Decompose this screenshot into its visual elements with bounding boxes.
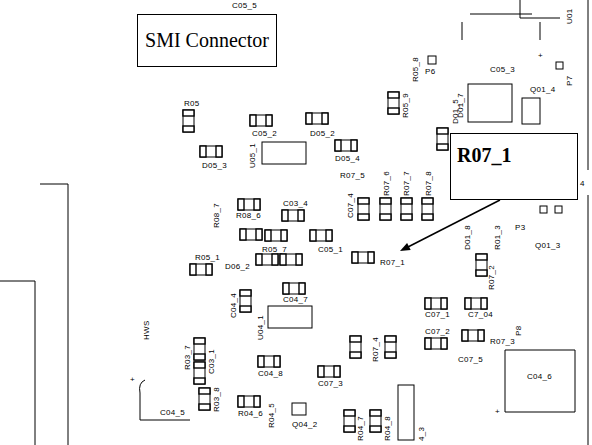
part-label: U04_1 (257, 315, 265, 340)
board-edge (588, 0, 589, 445)
part-label: C04_4 (230, 293, 238, 318)
connector-box: SMI Connector (137, 14, 277, 67)
test-pad (556, 62, 563, 69)
part-label: R08_6 (236, 212, 261, 220)
part-label: D05_3 (202, 162, 227, 170)
part-label: Q01_3 (535, 242, 561, 250)
callout-text: R07_1 (457, 144, 511, 166)
part-label: P3 (515, 224, 525, 232)
part-label: + (130, 376, 135, 384)
ic-outline (520, 0, 560, 18)
part-label: R07_1 (380, 259, 405, 267)
part-label: 4 (580, 180, 585, 188)
part-label: C05_1 (318, 246, 343, 254)
board-outline (40, 184, 68, 445)
test-pad (428, 56, 436, 64)
part-label: C04_5 (160, 409, 185, 417)
part-label: R04_6 (238, 410, 263, 418)
part-label: + (495, 408, 500, 416)
part-label: C05_3 (490, 66, 515, 74)
part-label: R04_7 (357, 416, 365, 441)
ic-body (268, 306, 312, 328)
transistor-body (292, 403, 306, 415)
callout-arrow (400, 200, 500, 251)
part-label: R07_3 (490, 338, 515, 346)
part-label: R07_7 (403, 171, 411, 196)
capacitor-outline (140, 380, 190, 420)
part-label: R01_3 (494, 225, 502, 250)
part-label: R05_8 (412, 57, 420, 82)
part-label: C07_2 (425, 328, 450, 336)
transistor-body (468, 84, 512, 122)
part-label: C07_4 (347, 193, 355, 218)
part-label: U05_1 (249, 143, 257, 168)
part-label: P6 (425, 68, 435, 76)
part-label: Q04_2 (292, 421, 318, 429)
part-label: D05_2 (310, 130, 335, 138)
part-label: C04_6 (527, 373, 552, 381)
part-label: C05_2 (252, 130, 277, 138)
test-pad (555, 206, 562, 213)
part-label: C07_5 (458, 356, 483, 364)
part-label: C03_4 (283, 200, 308, 208)
callout-text: SMI Connector (145, 29, 269, 52)
part-label: R05 (184, 100, 200, 108)
part-label: R05_9 (402, 93, 410, 118)
ic-body (262, 142, 306, 164)
part-label: R07_8 (425, 171, 433, 196)
part-label: R04_5 (268, 403, 276, 428)
part-label: C03_1 (208, 349, 216, 374)
transistor-body (522, 98, 540, 124)
part-label: C07_1 (425, 311, 450, 319)
part-label: D01_7 (457, 93, 465, 118)
test-pad (540, 206, 547, 213)
part-label: R04_8 (384, 416, 392, 441)
part-label: R07_6 (383, 171, 391, 196)
part-label: R07_5 (340, 172, 365, 180)
chip-tall (398, 385, 414, 440)
part-label: U01 (566, 8, 574, 24)
part-label: R07_4 (372, 337, 380, 362)
part-label: R03_7 (184, 345, 192, 370)
part-label: R07_2 (488, 265, 496, 290)
part-label: R05_7 (262, 246, 287, 254)
part-label: D06_2 (225, 263, 250, 271)
board-outline (0, 281, 35, 445)
part-label: D05_4 (335, 155, 360, 163)
part-label: D01_8 (464, 225, 472, 250)
callout-box: R07_1 (450, 133, 578, 200)
part-label: HWS (143, 320, 151, 340)
part-label: C04_7 (283, 296, 308, 304)
part-label: 4_3 (418, 427, 426, 441)
part-label: R08_7 (213, 203, 221, 228)
part-label: C04_8 (258, 370, 283, 378)
part-label: P7 (566, 76, 574, 86)
part-label: P8 (515, 326, 523, 336)
part-label: C7_04 (468, 311, 493, 319)
part-label: R05_1 (195, 254, 220, 262)
capacitor-outline (505, 350, 575, 412)
part-label: R03_8 (213, 387, 221, 412)
part-label: C05_5 (232, 2, 257, 10)
part-label: Q01_4 (530, 86, 556, 94)
part-label: C07_3 (318, 380, 343, 388)
part-label: + (538, 52, 543, 60)
